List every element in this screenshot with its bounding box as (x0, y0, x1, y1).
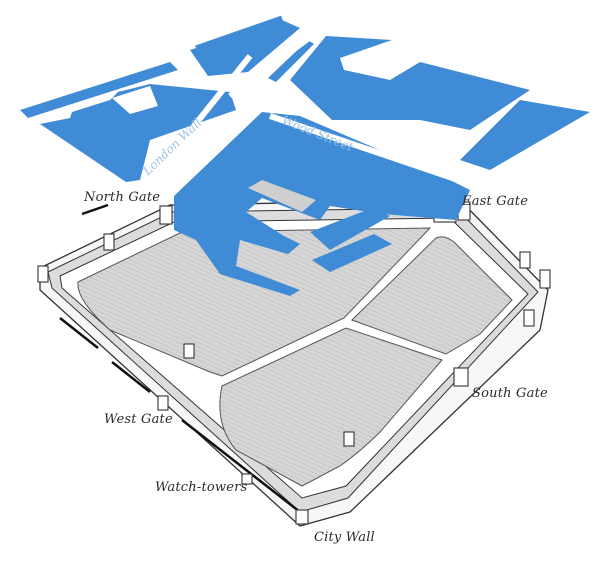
roads (143, 27, 471, 188)
label-west-gate: West Gate (104, 412, 173, 427)
wall-edge-lines (59, 203, 301, 513)
label-south-gate: South Gate (472, 386, 548, 401)
label-north-gate: North Gate (84, 190, 161, 205)
label-city-wall: City Wall (314, 530, 375, 545)
label-watch-towers: Watch-towers (155, 480, 248, 495)
label-east-gate: East Gate (462, 194, 529, 209)
